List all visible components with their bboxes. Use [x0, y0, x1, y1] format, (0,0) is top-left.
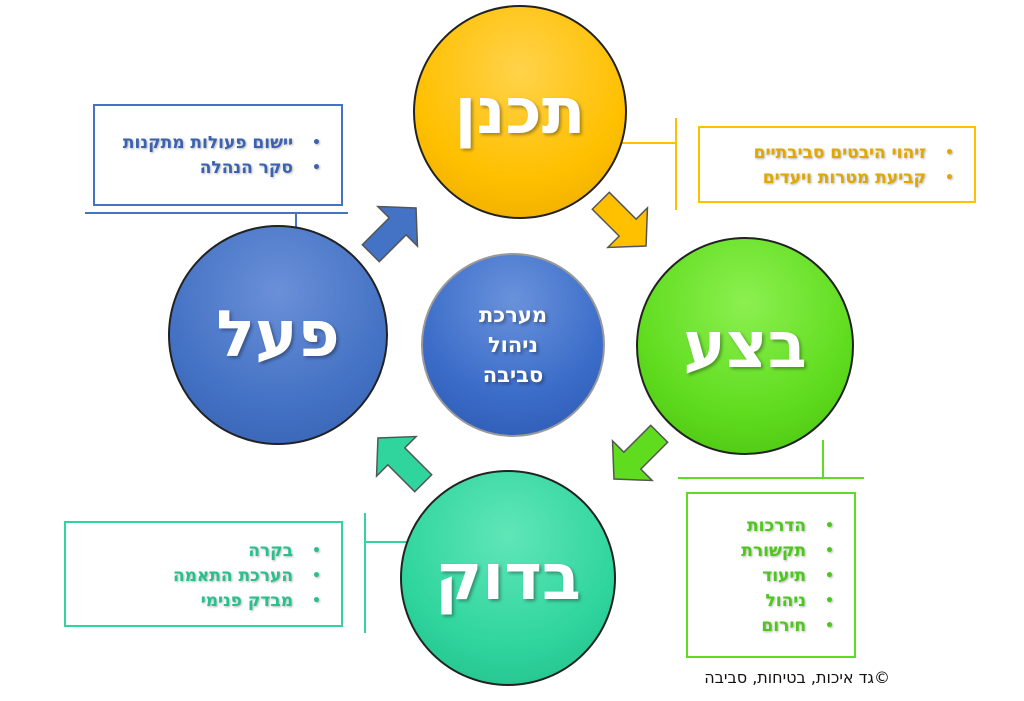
copyright: ©גד איכות, בטיחות, סביבה	[704, 668, 890, 687]
connector-line	[675, 118, 677, 210]
plan-label: תכנן	[454, 75, 586, 149]
do-item: תיעוד	[688, 564, 834, 589]
do-label: בצע	[683, 309, 807, 383]
check-label: בדוק	[435, 541, 581, 615]
plan-item: זיהוי היבטים סביבתיים	[700, 141, 954, 166]
plan-item: קביעת מטרות ויעדים	[700, 166, 954, 191]
do-box: הדרכותתקשורתתיעודניהולחירום	[686, 492, 856, 658]
connector-line	[620, 142, 676, 144]
act-item: סקר הנהלה	[95, 156, 321, 181]
connector-line	[364, 513, 366, 633]
act-label: פעל	[216, 298, 340, 372]
circle-do: בצע	[636, 237, 854, 455]
arrow-do-to-check	[611, 424, 669, 482]
do-item: ניהול	[688, 589, 834, 614]
circle-plan: תכנן	[413, 5, 627, 219]
check-box: בקרההערכת התאמהמבדק פנימי	[64, 521, 343, 627]
center-line-3: סביבה	[482, 363, 544, 387]
connector-line	[85, 212, 348, 214]
act-item: יישום פעולות מתקנות	[95, 131, 321, 156]
do-item: חירום	[688, 614, 834, 639]
connector-line	[364, 541, 418, 543]
circle-act: פעל	[168, 225, 388, 445]
connector-line	[822, 440, 824, 478]
check-item: הערכת התאמה	[66, 564, 321, 589]
check-item: בקרה	[66, 539, 321, 564]
do-item: תקשורת	[688, 539, 834, 564]
center-line-2: ניהול	[487, 333, 539, 357]
act-box: יישום פעולות מתקנותסקר הנהלה	[93, 104, 343, 206]
arrow-check-to-act	[375, 435, 433, 493]
check-item: מבדק פנימי	[66, 589, 321, 614]
center-line-1: מערכת	[478, 303, 548, 327]
connector-line	[295, 212, 297, 238]
plan-box: זיהוי היבטים סביבתייםקביעת מטרות ויעדים	[698, 126, 976, 203]
connector-line	[678, 477, 864, 479]
arrow-plan-to-do	[591, 191, 649, 249]
do-item: הדרכות	[688, 514, 834, 539]
circle-check: בדוק	[400, 470, 616, 686]
center-circle: מערכת ניהול סביבה	[421, 253, 605, 437]
arrow-act-to-plan	[361, 205, 419, 263]
